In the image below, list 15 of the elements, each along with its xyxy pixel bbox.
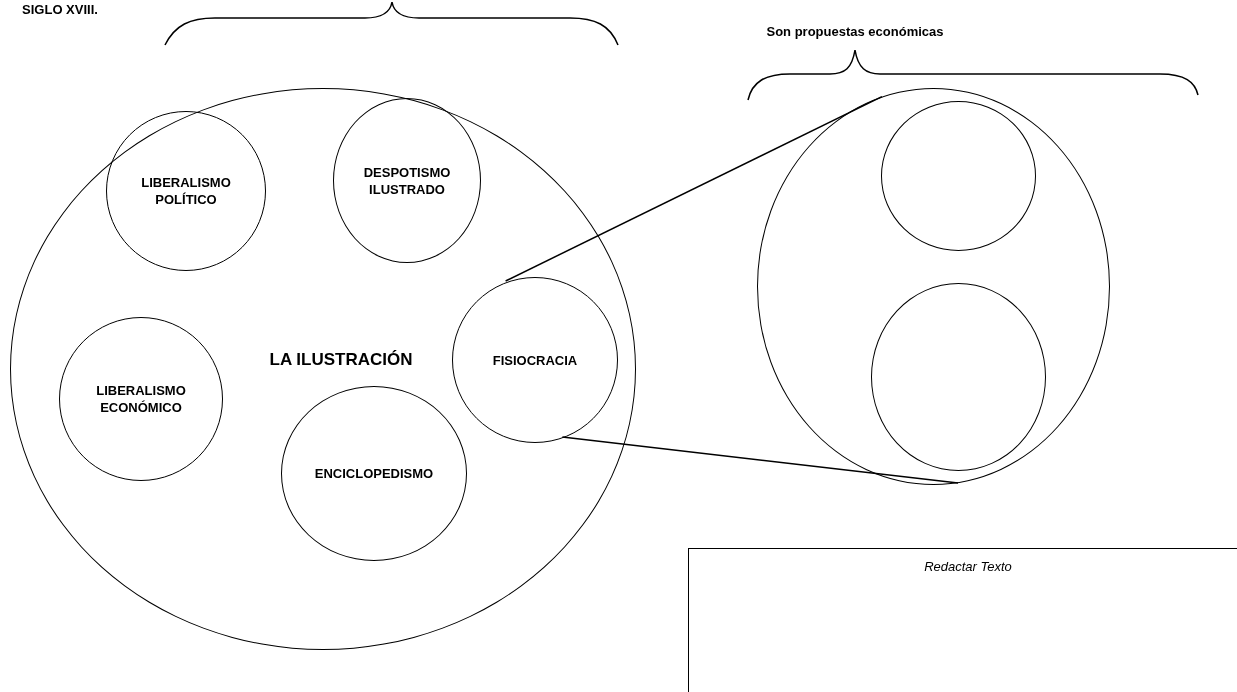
text-box xyxy=(688,548,1237,692)
concept-label: FISIOCRACIA xyxy=(492,351,578,369)
concept-circle xyxy=(333,98,481,263)
concept-label: DESPOTISMO ILUSTRADO xyxy=(362,163,452,198)
empty-circle xyxy=(757,88,1110,485)
concept-label: ENCICLOPEDISMO xyxy=(314,465,434,482)
placeholder-text: Redactar Texto xyxy=(923,558,1013,576)
concept-label: LIBERALISMO ECONÓMICO xyxy=(95,382,187,416)
brace-caption: Son propuestas económicas xyxy=(765,23,945,41)
main-concept-label: LA ILUSTRACIÓN xyxy=(268,349,414,371)
connector-line xyxy=(504,95,883,282)
concept-circle xyxy=(281,386,467,561)
connector-line xyxy=(561,436,959,484)
heading-text: SIGLO XVIII. xyxy=(21,1,99,19)
concept-label: LIBERALISMO POLÍTICO xyxy=(140,174,232,208)
